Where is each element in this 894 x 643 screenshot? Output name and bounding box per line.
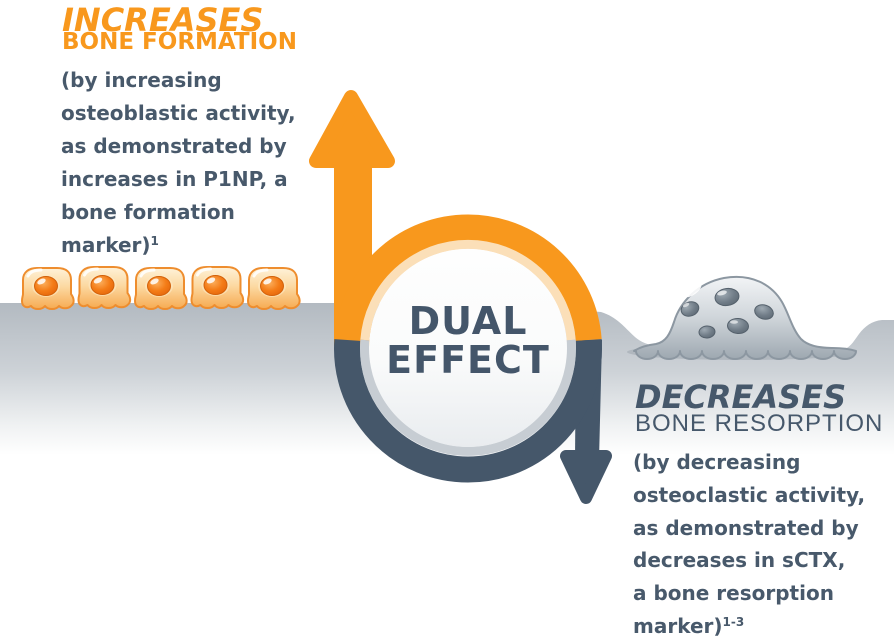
osteoblast-cell <box>133 266 189 311</box>
description-line: (by increasing <box>61 68 222 92</box>
reference-superscript: 1-3 <box>722 614 745 629</box>
dual-effect-label: DUAL EFFECT <box>348 302 588 380</box>
description-line: marker)1 <box>61 233 159 257</box>
description-line: as demonstrated by <box>61 134 287 158</box>
description-line: a bone resorption <box>633 581 834 606</box>
description-line: marker)1-3 <box>633 613 745 638</box>
description-line: osteoblastic activity, <box>61 101 296 125</box>
osteoblast-cell <box>20 266 76 311</box>
bone-formation-description: (by increasing osteoblastic activity, as… <box>61 64 296 265</box>
osteoblast-cell <box>246 266 302 311</box>
description-line: decreases in sCTX, <box>633 548 846 573</box>
bone-formation-heading: BONE FORMATION <box>62 29 297 55</box>
osteoblasts-illustration <box>20 265 302 311</box>
bone-resorption-description: (by decreasing osteoclastic activity, as… <box>633 446 865 643</box>
description-line: (by decreasing <box>633 450 801 474</box>
dual-effect-label-line1: DUAL <box>408 299 528 343</box>
description-line: increases in P1NP, a <box>61 167 288 191</box>
osteoblast-cell <box>190 265 245 310</box>
decreases-heading: DECREASES <box>635 378 847 416</box>
dual-effect-ring <box>334 214 602 483</box>
increases-heading: INCREASES <box>62 1 264 39</box>
reference-superscript: 1 <box>150 234 159 248</box>
description-line: osteoclastic activity, <box>633 482 866 507</box>
dual-effect-label-line2: EFFECT <box>386 338 550 382</box>
osteoclast-illustration <box>627 275 857 360</box>
description-line: as demonstrated by <box>633 515 859 540</box>
bone-resorption-heading: BONE RESORPTION <box>635 410 884 437</box>
description-line: bone formation <box>61 200 235 224</box>
osteoblast-cell <box>77 265 132 310</box>
